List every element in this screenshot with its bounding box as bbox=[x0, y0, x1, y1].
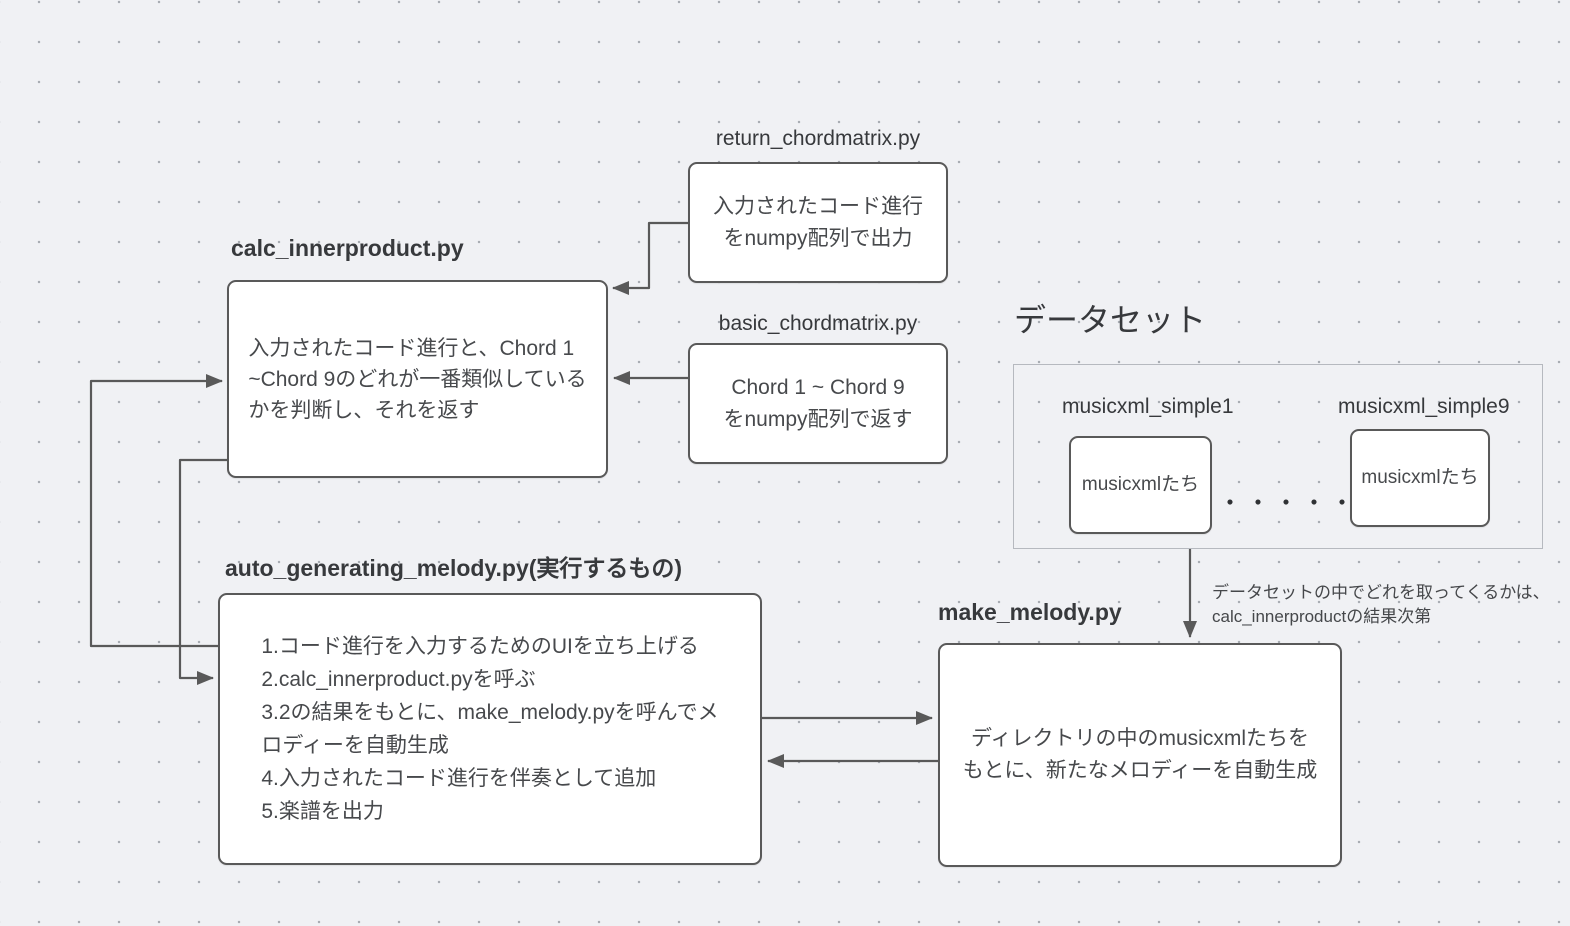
node-make-melody-text: ディレクトリの中のmusicxmlたちを もとに、新たなメロディーを自動生成 bbox=[962, 727, 1318, 782]
label-musicxml-simple1[interactable]: musicxml_simple1 bbox=[1062, 395, 1234, 418]
dataset-ellipsis-dots: ・・・・・ bbox=[1218, 490, 1358, 517]
node-calc-innerproduct[interactable]: 入力されたコード進行と、Chord 1 ~Chord 9のどれが一番類似している… bbox=[227, 280, 608, 478]
arrow-calc-to-auto[interactable] bbox=[178, 458, 227, 685]
node-make-melody[interactable]: ディレクトリの中のmusicxmlたちを もとに、新たなメロディーを自動生成 bbox=[938, 643, 1342, 867]
node-musicxml-simple9[interactable]: musicxmlたち bbox=[1350, 429, 1490, 527]
dataset-arrow-annotation: データセットの中でどれを取ってくるかは、 calc_innerproductの結… bbox=[1212, 583, 1550, 626]
node-musicxml-simple1-text: musicxmlたち bbox=[1081, 474, 1200, 495]
label-auto-generating-melody[interactable]: auto_generating_melody.py(実行するもの) bbox=[225, 555, 683, 581]
label-dataset[interactable]: データセット bbox=[1014, 302, 1207, 338]
node-musicxml-simple1[interactable]: musicxmlたち bbox=[1069, 436, 1212, 534]
label-return-chordmatrix[interactable]: return_chordmatrix.py bbox=[715, 127, 921, 150]
arrow-auto-to-calc[interactable] bbox=[89, 374, 223, 648]
node-return-chordmatrix-text: 入力されたコード進行 をnumpy配列で出力 bbox=[713, 194, 923, 250]
label-make-melody[interactable]: make_melody.py bbox=[938, 599, 1122, 625]
dataset-container[interactable] bbox=[1013, 364, 1543, 549]
label-calc-innerproduct[interactable]: calc_innerproduct.py bbox=[231, 235, 464, 261]
node-auto-generating-melody-text: 1.コード進行を入力するためのUIを立ち上げる 2.calc_innerprod… bbox=[261, 635, 719, 823]
arrow-return-to-calc[interactable] bbox=[612, 221, 688, 295]
label-musicxml-simple9[interactable]: musicxml_simple9 bbox=[1338, 395, 1510, 418]
node-auto-generating-melody[interactable]: 1.コード進行を入力するためのUIを立ち上げる 2.calc_innerprod… bbox=[218, 593, 762, 865]
label-basic-chordmatrix[interactable]: basic_chordmatrix.py bbox=[718, 312, 918, 335]
node-basic-chordmatrix-text: Chord 1 ~ Chord 9 をnumpy配列で返す bbox=[723, 375, 913, 431]
node-calc-innerproduct-text: 入力されたコード進行と、Chord 1 ~Chord 9のどれが一番類似している… bbox=[248, 336, 587, 422]
node-return-chordmatrix[interactable]: 入力されたコード進行 をnumpy配列で出力 bbox=[688, 162, 948, 283]
node-musicxml-simple9-text: musicxmlたち bbox=[1361, 467, 1479, 488]
node-basic-chordmatrix[interactable]: Chord 1 ~ Chord 9 をnumpy配列で返す bbox=[688, 343, 948, 464]
